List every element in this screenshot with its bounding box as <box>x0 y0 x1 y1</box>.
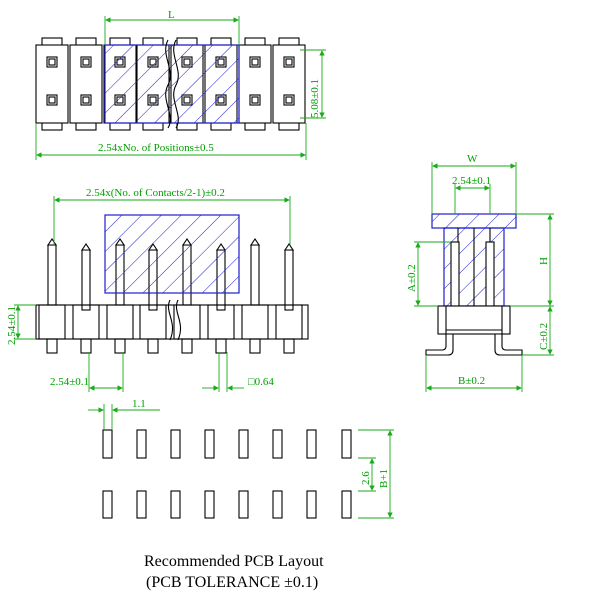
end-pin-left <box>450 241 460 307</box>
pcb-pad-top <box>170 429 181 459</box>
side-base-cell <box>139 304 167 340</box>
side-pin <box>81 249 91 311</box>
side-base-cell <box>38 304 66 340</box>
side-base-cell <box>275 304 303 340</box>
side-pin <box>284 249 294 311</box>
top-pin-square-inner <box>285 58 293 66</box>
side-pin-tail <box>114 338 126 354</box>
side-pin <box>47 244 57 306</box>
side-pin-tip <box>46 238 58 246</box>
side-pin-tail <box>147 338 159 354</box>
caption-line-1: Recommended PCB Layout <box>144 553 324 570</box>
side-base-cell <box>173 304 201 340</box>
dim-H-label: H <box>538 257 550 265</box>
dim-inner-label: 2.54±0.1 <box>452 175 491 187</box>
dim-span-label: 2.54x(No. of Contacts/2-1)±0.2 <box>86 187 225 199</box>
caption-line-2: (PCB TOLERANCE ±0.1) <box>146 574 318 591</box>
pcb-pad-top <box>272 429 283 459</box>
top-pin-square <box>80 94 92 106</box>
top-break-line-2 <box>173 39 179 129</box>
top-housing-block <box>238 44 272 124</box>
pcb-pad-bottom <box>136 490 147 519</box>
end-top-cap <box>431 213 517 229</box>
side-base-cell <box>72 304 100 340</box>
dim-height-label: 5.08±0.1 <box>309 79 321 118</box>
pcb-layout: 1.1 2.6 B+1 <box>88 398 394 519</box>
top-hatched-region <box>104 44 240 124</box>
top-pin-square <box>46 94 58 106</box>
pcb-pad-top <box>341 429 352 459</box>
end-foot-right <box>494 333 523 356</box>
pcb-pad-top <box>306 429 317 459</box>
top-pin-square <box>80 56 92 68</box>
dim-B1-label: B+1 <box>378 469 390 488</box>
dim-pad-label: 1.1 <box>132 398 146 410</box>
end-view: W 2.54±0.1 A±0.2 H C±0.2 B±0.2 <box>406 153 554 392</box>
pcb-pads <box>102 429 352 519</box>
side-base <box>35 304 309 340</box>
side-pin-tail <box>181 338 193 354</box>
top-housing-block <box>272 44 306 124</box>
side-pin-tip <box>283 243 295 251</box>
pcb-pad-top <box>238 429 249 459</box>
dim-W-label: W <box>467 153 478 165</box>
pcb-pad-top <box>102 429 113 459</box>
pcb-pad-bottom <box>170 490 181 519</box>
side-pin-tip <box>249 238 261 246</box>
top-pin-square-inner <box>48 96 56 104</box>
dim-sideh-label: 2.54±0.1 <box>6 306 18 345</box>
top-pin-square <box>249 94 261 106</box>
pcb-pad-bottom <box>272 490 283 519</box>
end-pin-right <box>485 241 495 307</box>
side-pin <box>250 244 260 306</box>
top-housing-block <box>35 44 69 124</box>
top-pin-square <box>46 56 58 68</box>
side-pin-tail <box>249 338 261 354</box>
pcb-pad-bottom <box>341 490 352 519</box>
dim-gap-label: 2.6 <box>360 471 372 485</box>
pcb-pad-bottom <box>306 490 317 519</box>
side-pin-tail <box>80 338 92 354</box>
top-pin-square <box>283 94 295 106</box>
top-pin-square <box>283 56 295 68</box>
pcb-pad-bottom <box>204 490 215 519</box>
side-base-cell <box>207 304 235 340</box>
top-pin-square-inner <box>82 96 90 104</box>
top-pin-square-inner <box>285 96 293 104</box>
dim-width-label: 2.54xNo. of Positions±0.5 <box>98 142 214 154</box>
side-pin-tail <box>283 338 295 354</box>
side-break-line <box>168 299 174 341</box>
top-view: L 5.08±0.1 2.54xNo. of Positions±0.5 <box>35 9 326 160</box>
dim-C-label: C±0.2 <box>538 323 550 350</box>
top-pin-square-inner <box>251 96 259 104</box>
top-pin-square-inner <box>48 58 56 66</box>
pcb-pad-bottom <box>102 490 113 519</box>
side-view: 2.54x(No. of Contacts/2-1)±0.2 2.54±0.1 … <box>6 187 309 392</box>
pcb-pad-top <box>204 429 215 459</box>
dim-A-label: A±0.2 <box>406 264 418 292</box>
side-pin-tail <box>215 338 227 354</box>
dim-pitch-label: 2.54±0.1 <box>50 376 89 388</box>
pcb-pad-bottom <box>238 490 249 519</box>
side-break-line-2 <box>176 299 182 341</box>
top-break-line <box>165 39 171 129</box>
dim-L-label: L <box>168 9 175 21</box>
dim-pin-label: □0.64 <box>248 376 274 388</box>
dim-B-label: B±0.2 <box>458 375 485 387</box>
end-base <box>437 305 511 335</box>
end-foot-left <box>425 333 454 356</box>
side-pin-tail <box>46 338 58 354</box>
top-pin-square-inner <box>251 58 259 66</box>
side-hatched-region <box>104 214 240 294</box>
side-base-cell <box>106 304 134 340</box>
top-pin-square-inner <box>82 58 90 66</box>
side-base-cell <box>241 304 269 340</box>
pcb-pad-top <box>136 429 147 459</box>
top-pin-square <box>249 56 261 68</box>
side-pin-tip <box>80 243 92 251</box>
top-housing-block <box>69 44 103 124</box>
side-base-cells <box>38 304 303 340</box>
